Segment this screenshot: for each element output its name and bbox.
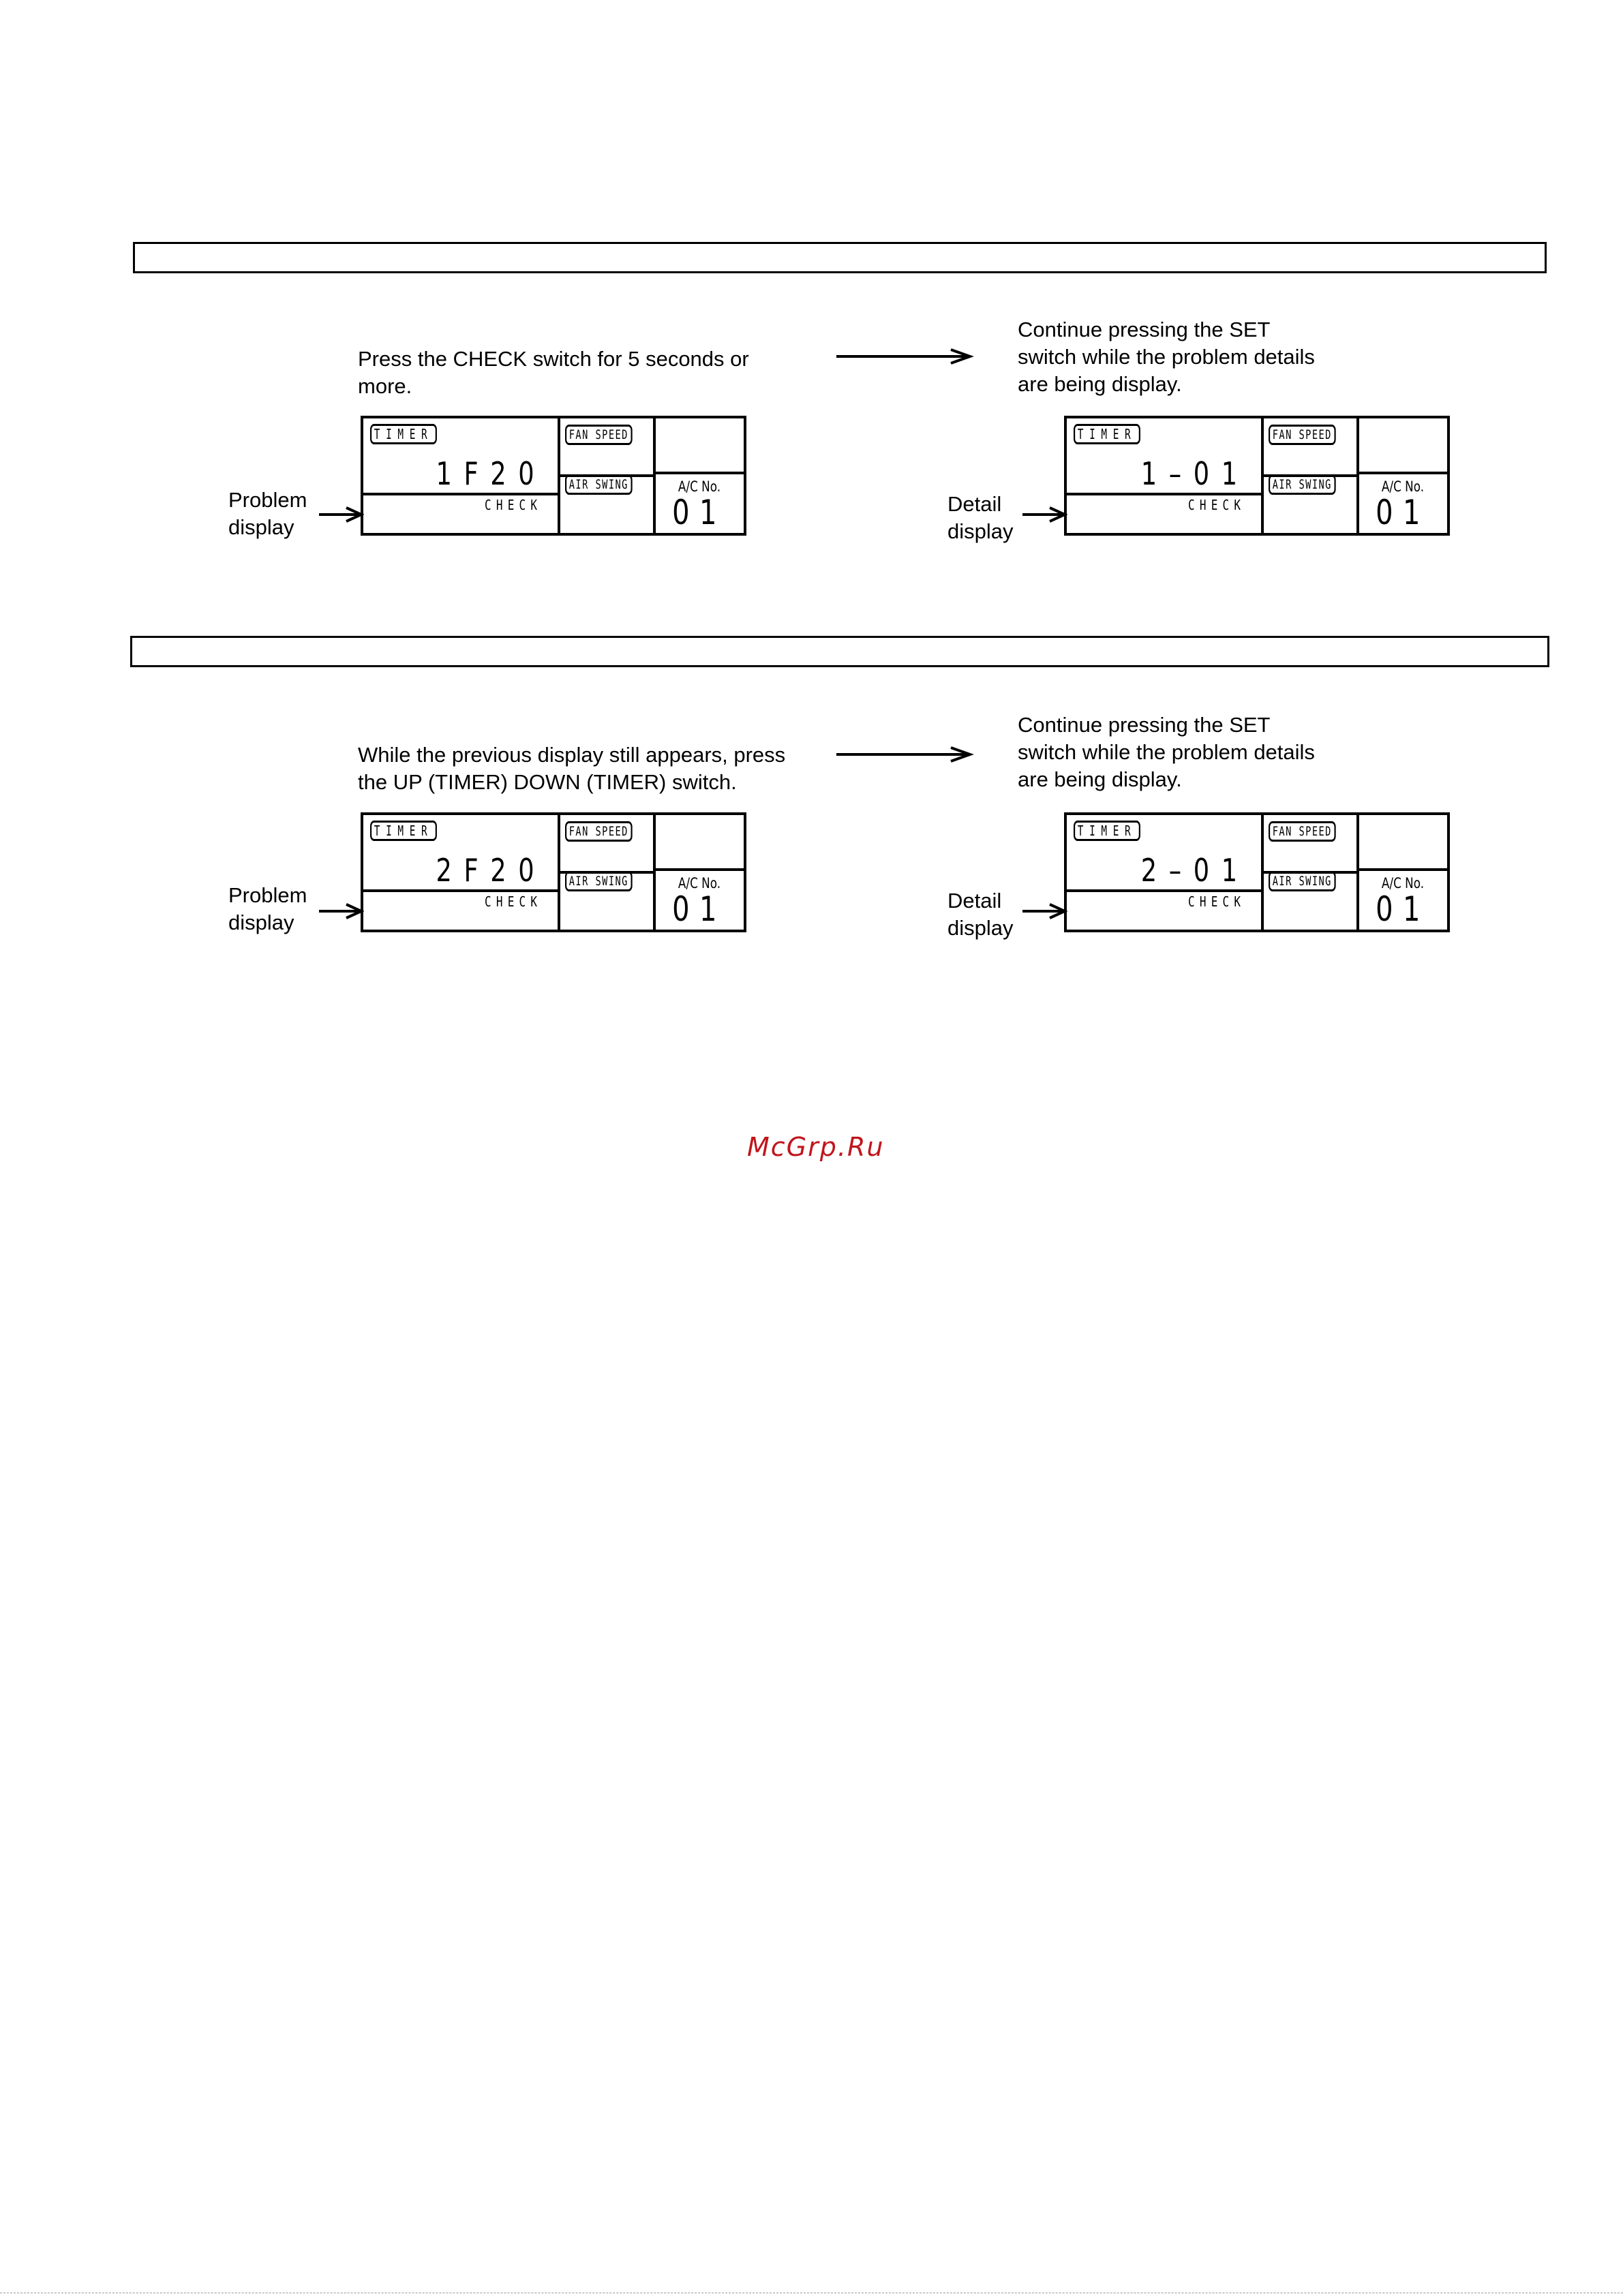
detail-code: 1–01 [1140,455,1249,492]
ac-number-value: 01 [672,889,727,929]
section-2-detail-arrow [1022,903,1067,919]
problem-code: 2F20 [436,852,546,889]
fan-speed-tag: FAN SPEED [565,425,633,445]
section-1-instruction: Press the CHECK switch for 5 seconds or … [358,347,749,398]
section-2-problem-label: Problem display [228,883,307,934]
check-indicator: CHECK [1187,893,1245,910]
panel-divider [1067,493,1261,495]
panel-divider [363,493,558,495]
section-1-detail-label: Detail display [947,492,1014,543]
panel-divider [1356,418,1359,533]
section-1-continue-text: Continue pressing the SET switch while t… [1018,318,1315,396]
ac-number-label: A/C No. [1381,875,1425,891]
section-1-problem-panel: TIMER FAN SPEED AIR SWING 1F20 CHECK A/C… [361,416,746,536]
panel-divider [653,472,744,474]
section-1-detail-panel: TIMER FAN SPEED AIR SWING 1–01 CHECK A/C… [1064,416,1450,536]
ac-number-value: 01 [1376,493,1430,532]
check-indicator: CHECK [1187,497,1245,513]
section-2-continue-text: Continue pressing the SET switch while t… [1018,713,1315,791]
panel-divider [1356,815,1359,930]
section-2-instruction: While the previous display still appears… [358,743,786,794]
section-2-step-arrow [836,746,974,763]
section-2-problem-arrow [319,903,364,919]
panel-divider [653,868,744,871]
watermark-link[interactable]: McGrp.Ru [747,1132,885,1162]
section-2-header-bar [130,636,1549,667]
section-2-problem-panel: TIMER FAN SPEED AIR SWING 2F20 CHECK A/C… [361,812,746,932]
fan-speed-tag: FAN SPEED [1269,821,1336,842]
detail-code: 2–01 [1140,852,1249,889]
air-swing-tag: AIR SWING [565,871,633,891]
section-1-problem-arrow [319,506,364,523]
panel-divider [1067,889,1261,892]
section-1-step-arrow [836,348,974,365]
timer-tag: TIMER [1074,821,1141,841]
air-swing-tag: AIR SWING [1269,474,1336,495]
ac-number-label: A/C No. [678,875,721,891]
panel-divider [653,418,656,533]
fan-speed-tag: FAN SPEED [1269,425,1336,445]
section-1-detail-arrow [1022,506,1067,523]
air-swing-tag: AIR SWING [565,474,633,495]
panel-divider [1356,472,1447,474]
section-1-header-bar [133,242,1547,273]
check-indicator: CHECK [484,497,542,513]
check-indicator: CHECK [484,893,542,910]
timer-tag: TIMER [370,821,438,841]
panel-divider [1356,868,1447,871]
air-swing-tag: AIR SWING [1269,871,1336,891]
section-2-detail-label: Detail display [947,889,1014,940]
section-2-detail-panel: TIMER FAN SPEED AIR SWING 2–01 CHECK A/C… [1064,812,1450,932]
fan-speed-tag: FAN SPEED [565,821,633,842]
panel-divider [653,815,656,930]
ac-number-label: A/C No. [678,478,721,495]
ac-number-value: 01 [672,493,727,532]
panel-divider [363,889,558,892]
section-1-problem-label: Problem display [228,488,307,539]
timer-tag: TIMER [1074,424,1141,444]
ac-number-value: 01 [1376,889,1430,929]
timer-tag: TIMER [370,424,438,444]
problem-code: 1F20 [436,455,546,492]
ac-number-label: A/C No. [1381,478,1425,495]
